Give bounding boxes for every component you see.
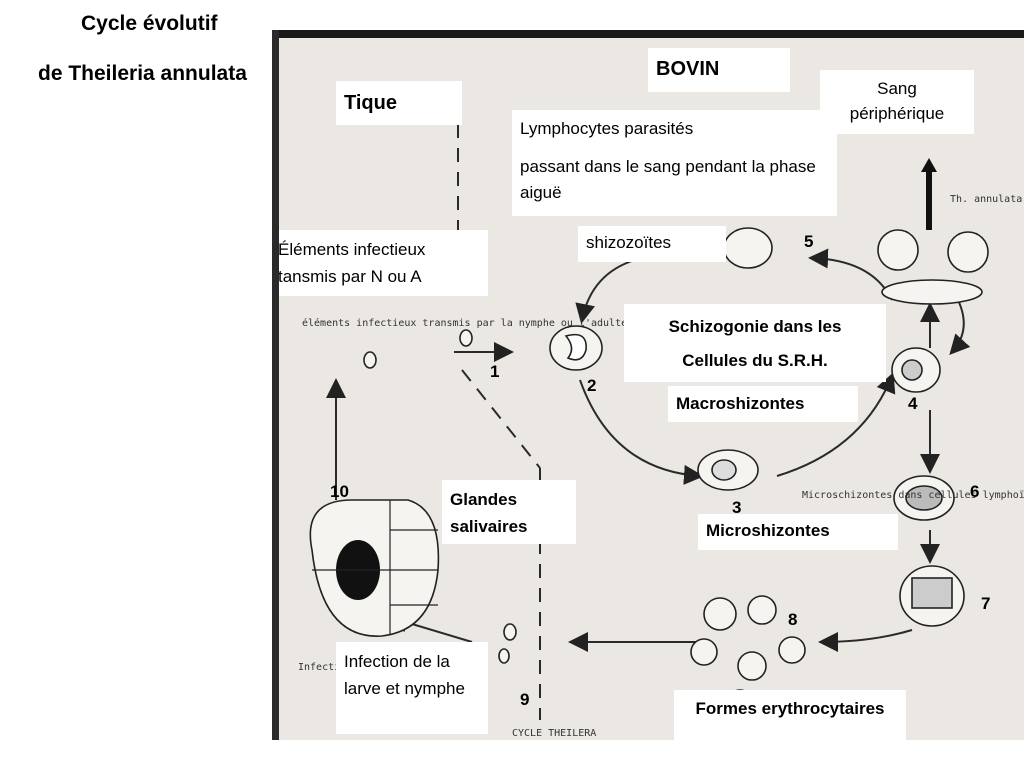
lymphocytes-line-1: Lymphocytes parasités (520, 119, 694, 138)
step-number-2: 2 (587, 376, 597, 395)
handwritten-cycle: CYCLE THEILERA (512, 728, 596, 739)
sang-arrow-icon (921, 158, 937, 230)
schizogonie-label: Schizogonie dans les Cellules du S.R.H. (624, 304, 886, 382)
bovin-label: BOVIN (648, 48, 790, 92)
title-line-1: Cycle évolutif (81, 12, 218, 35)
step-number-8: 8 (788, 610, 798, 629)
step-number-3: 3 (732, 498, 742, 517)
glandes-label: Glandes salivaires (442, 480, 576, 544)
elements-label: Éléments infectieux tansmis par N ou A (272, 230, 488, 296)
handwritten-annulata: Th. annulata (950, 194, 1022, 205)
handwritten-elements: éléments infectieux transmis par la nymp… (302, 317, 627, 329)
lymphocytes-label: Lymphocytes parasités passant dans le sa… (512, 110, 837, 216)
step-number-7: 7 (981, 594, 991, 613)
step-number-10: 10 (330, 482, 349, 501)
formes-label: Formes erythrocytaires (674, 690, 906, 740)
schizogonie-line-2: Cellules du S.R.H. (682, 351, 828, 370)
step-number-6: 6 (970, 482, 980, 501)
sang-label: Sang périphérique (820, 70, 974, 134)
step-number-9: 9 (520, 690, 530, 709)
microshizontes-label: Microshizontes (698, 514, 898, 550)
step-number-4: 4 (908, 394, 918, 413)
shizozoites-label: shizozoïtes (578, 226, 726, 262)
title-line-2: de Theileria annulata (38, 62, 247, 85)
lymphocytes-line-2: passant dans le sang pendant la phase ai… (520, 157, 816, 202)
step-number-5: 5 (804, 232, 814, 251)
scanned-cycle-drawing: éléments infectieux transmis par la nymp… (272, 30, 1024, 740)
tique-label: Tique (336, 81, 462, 125)
handwritten-microschizontes: Microschizontes dans cellules lymphoïdes (802, 490, 1024, 501)
step-number-1: 1 (490, 362, 500, 381)
schizogonie-line-1: Schizogonie dans les (668, 317, 842, 336)
macroshizontes-label: Macroshizontes (668, 386, 858, 422)
infection-label: Infection de la larve et nymphe (336, 642, 488, 734)
